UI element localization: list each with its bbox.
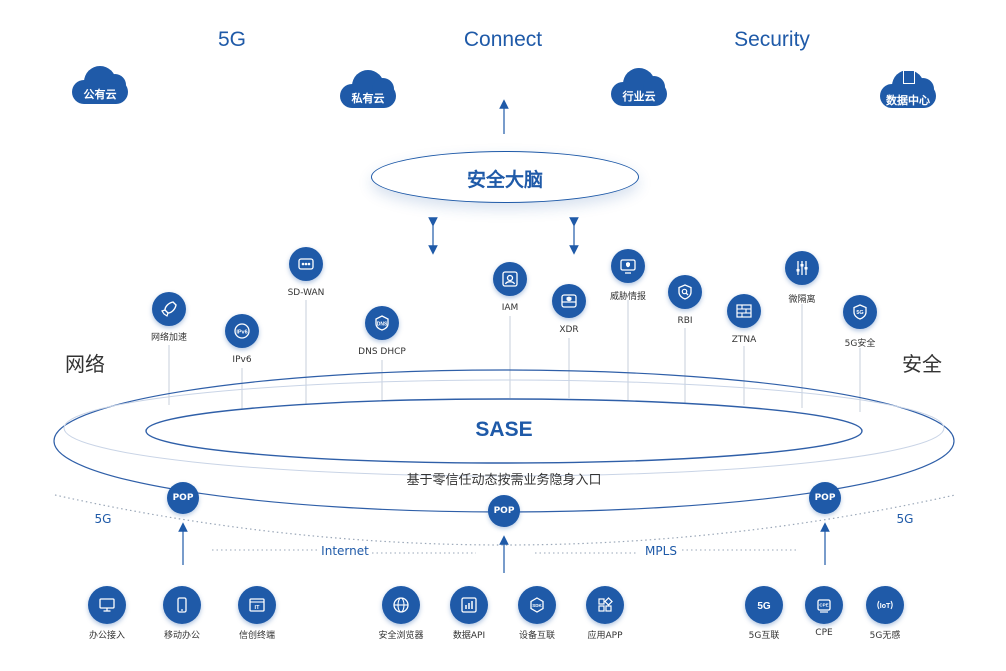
building-icon — [903, 70, 915, 84]
capability-label: XDR — [559, 325, 579, 335]
svg-text:CPE: CPE — [819, 603, 828, 608]
endpoint-label: 5G无感 — [869, 631, 901, 641]
identity-icon — [493, 262, 527, 296]
header-security: Security — [734, 28, 810, 51]
firewall-icon — [727, 294, 761, 328]
cloud-datacenter: 数据中心 — [872, 66, 944, 114]
link-mpls: MPLS — [645, 544, 677, 558]
outer-dotted-arc — [54, 494, 956, 546]
link-internet: Internet — [321, 544, 369, 558]
capability-label: RBI — [677, 316, 693, 326]
monitor-icon — [88, 586, 126, 624]
header-5g: 5G — [217, 28, 247, 51]
svg-text:SDK: SDK — [532, 603, 542, 608]
sase-subtitle: 基于零信任动态按需业务隐身入口 — [406, 473, 602, 488]
cloud-label: 公有云 — [83, 88, 117, 101]
5g-icon: 5G — [745, 586, 783, 624]
pop-node-left: POP — [167, 482, 199, 514]
security-brain: 安全大脑 — [371, 151, 639, 203]
security-brain-label: 安全大脑 — [466, 169, 543, 191]
svg-text:IoT: IoT — [880, 603, 891, 610]
it-terminal-icon: IT — [238, 586, 276, 624]
pop-node-center: POP — [488, 495, 520, 527]
endpoint-label: 数据API — [452, 631, 486, 641]
svg-text:DNS: DNS — [377, 322, 388, 328]
svg-text:5G: 5G — [856, 310, 863, 316]
middle-ring — [63, 379, 945, 477]
network-switch-icon — [289, 247, 323, 281]
capability-label: 威胁情报 — [609, 292, 647, 302]
header-connect: Connect — [463, 28, 543, 51]
threat-monitor-icon — [611, 249, 645, 283]
cloud-label: 行业云 — [622, 90, 656, 103]
cpe-device-icon: CPE — [805, 586, 843, 624]
shield-drive-icon — [552, 284, 586, 318]
capability-label: ZTNA — [731, 335, 757, 345]
cloud-industry: 行业云 — [603, 64, 675, 112]
sase-title: SASE — [475, 418, 533, 441]
cloud-label: 数据中心 — [886, 94, 930, 107]
endpoint-label: 信创终端 — [238, 631, 276, 641]
endpoint-label: CPE — [815, 628, 833, 638]
sliders-icon — [785, 251, 819, 285]
globe-icon — [382, 586, 420, 624]
dns-icon: DNS — [365, 306, 399, 340]
pop-node-right: POP — [809, 482, 841, 514]
endpoint-label: 应用APP — [587, 631, 623, 641]
cloud-label: 私有云 — [351, 92, 385, 105]
sase-ring — [145, 398, 863, 464]
phone-icon — [163, 586, 201, 624]
shield-search-icon — [668, 275, 702, 309]
link-5g-right: 5G — [896, 512, 914, 526]
capability-stems — [168, 300, 861, 412]
ipv6-icon: IPv6 — [225, 314, 259, 348]
side-security: 安全 — [902, 352, 942, 376]
side-network: 网络 — [65, 352, 105, 376]
svg-text:5G: 5G — [757, 601, 771, 612]
cloud-public: 公有云 — [64, 62, 136, 110]
endpoint-label: 设备互联 — [518, 631, 556, 641]
endpoint-label: 办公接入 — [88, 631, 126, 641]
capability-label: 5G安全 — [844, 339, 876, 349]
cloud-private: 私有云 — [332, 66, 404, 114]
endpoint-label: 5G互联 — [748, 631, 780, 641]
link-5g-left: 5G — [94, 512, 112, 526]
capability-label: IAM — [501, 303, 519, 313]
capability-label: SD-WAN — [287, 288, 325, 298]
chart-icon — [450, 586, 488, 624]
apps-grid-icon — [586, 586, 624, 624]
svg-text:IPv6: IPv6 — [236, 330, 247, 336]
svg-text:IT: IT — [255, 605, 261, 611]
endpoint-label: 安全浏览器 — [378, 631, 424, 641]
capability-label: 微隔离 — [788, 295, 816, 305]
5g-shield-icon: 5G — [843, 295, 877, 329]
sdk-icon: SDK — [518, 586, 556, 624]
endpoint-label: 移动办公 — [163, 631, 201, 641]
iot-icon: IoT — [866, 586, 904, 624]
capability-label: DNS DHCP — [358, 347, 406, 357]
capability-label: 网络加速 — [150, 333, 188, 343]
capability-label: IPv6 — [232, 355, 252, 365]
rocket-icon — [152, 292, 186, 326]
